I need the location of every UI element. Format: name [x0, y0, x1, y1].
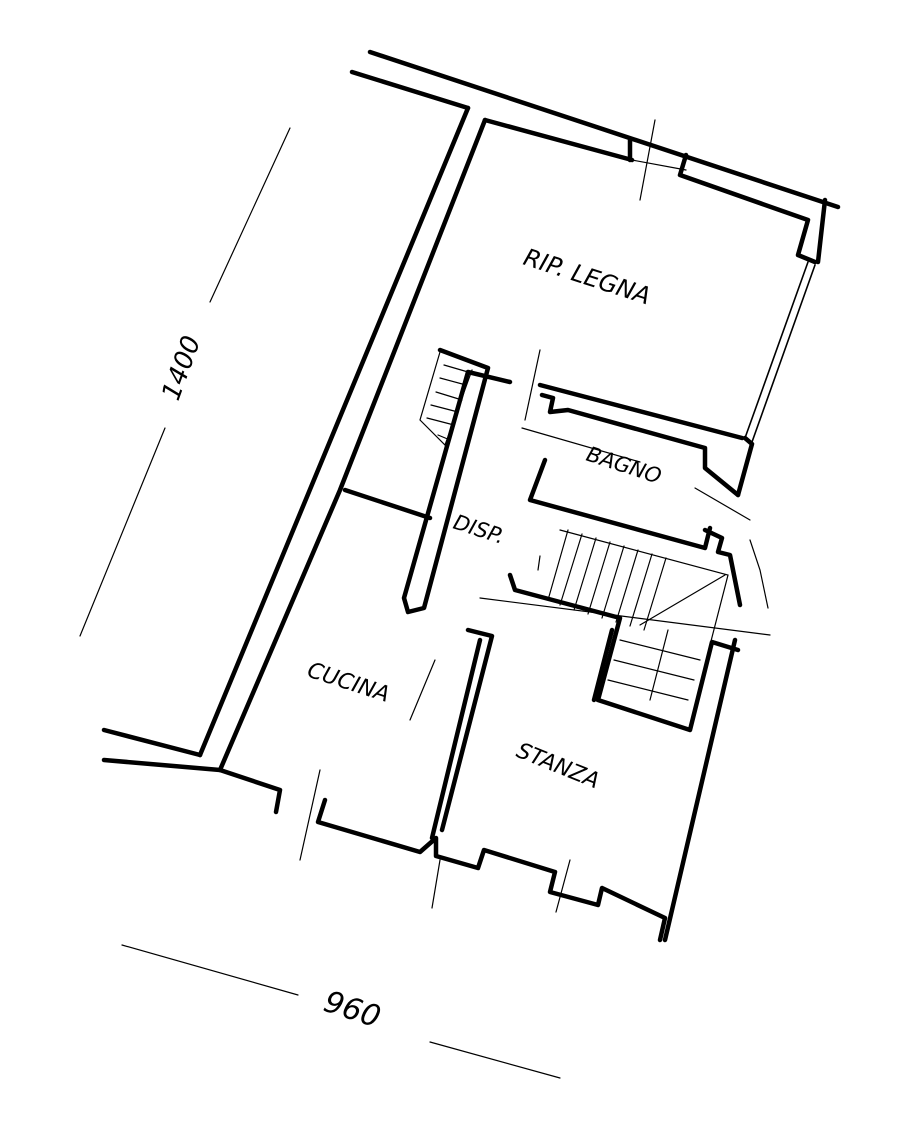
dimension-width: 960: [320, 984, 385, 1035]
top-boundary-wall: [349, 49, 841, 210]
wall-kitchen-room: [429, 627, 495, 841]
label-stanza: STANZA: [513, 738, 603, 794]
right-wall-window: [744, 261, 816, 443]
wall-stair-block: [507, 572, 741, 733]
left-outer-wall: [197, 105, 488, 773]
dimension-lines: [79, 127, 561, 1079]
stairs-lower: [537, 529, 729, 701]
label-rip-legna: RIP. LEGNA: [520, 243, 654, 310]
south-wall: [315, 797, 668, 943]
wall-bagno: [527, 457, 743, 608]
interior-walls: [342, 347, 745, 841]
wall-stair-upper: [401, 347, 513, 615]
stairs-upper: [419, 351, 473, 447]
wall-stair-inner: [591, 627, 615, 703]
door-markers: [299, 119, 771, 913]
wall-left-partition: [342, 487, 433, 521]
right-wall-upper-corner: [735, 435, 755, 498]
bottom-boundary-wall: [101, 727, 283, 815]
walls: [101, 49, 841, 943]
label-disimpegno: DISP.: [450, 510, 507, 549]
label-cucina: CUCINA: [304, 658, 392, 708]
wall-legna-bagno: [537, 382, 745, 498]
dimension-height: 1400: [156, 332, 207, 404]
north-wall-right: [627, 137, 828, 265]
label-bagno: BAGNO: [583, 442, 664, 489]
right-wall-lower: [662, 637, 738, 943]
